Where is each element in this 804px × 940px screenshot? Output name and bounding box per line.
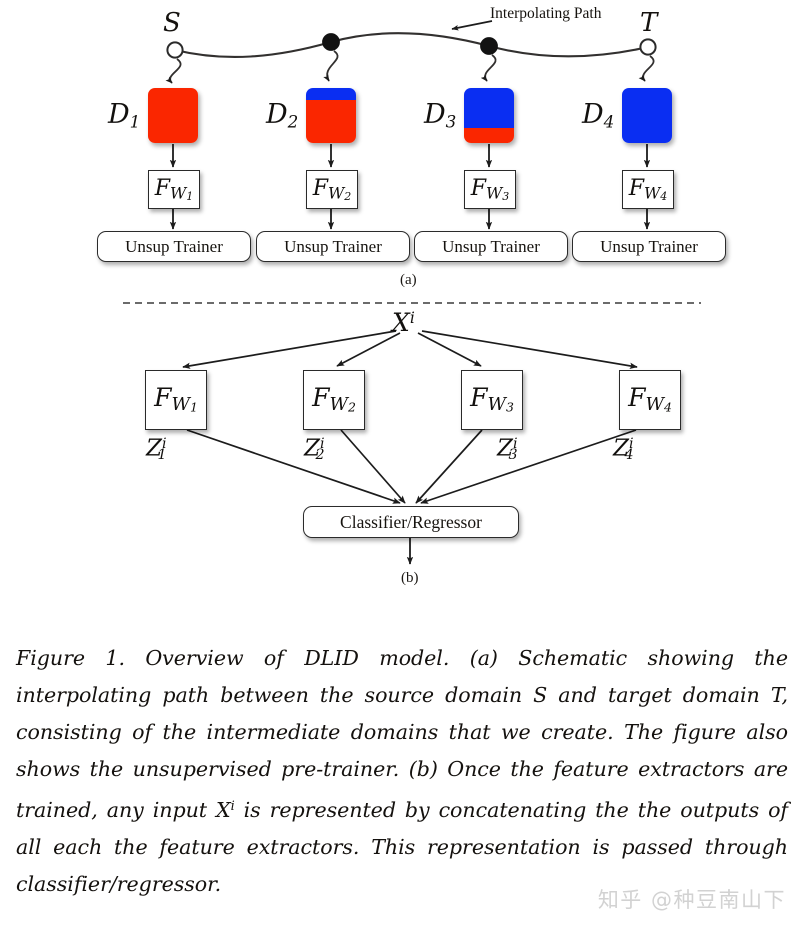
unsup-trainer-3: Unsup Trainer — [414, 231, 568, 262]
caption-part-2: and target domain — [547, 683, 771, 707]
feature-extractor-b-1-label: FW1 — [154, 383, 198, 416]
domain-label-2: D2 — [266, 99, 299, 132]
domain-block-3-blue — [464, 88, 514, 128]
domain-block-3-red — [464, 127, 514, 143]
caption-part-4: is represented by concatenating the the … — [16, 798, 788, 897]
feature-extractor-b-2-label: FW2 — [312, 383, 356, 416]
unsup-trainer-1: Unsup Trainer — [97, 231, 251, 262]
figure-vector-layer — [123, 20, 701, 565]
caption-part-1: Figure 1. Overview of DLID model. (a) Sc… — [16, 646, 788, 707]
source-domain-symbol: S — [163, 8, 181, 38]
domain-label-3: D3 — [424, 99, 457, 132]
watermark: 知乎 @种豆南山下 — [597, 888, 786, 912]
path-node-target — [639, 38, 657, 56]
domain-label-4: D4 — [582, 99, 615, 132]
domain-to-extractor-arrows — [169, 144, 651, 168]
input-to-extractor-arrows — [182, 330, 638, 369]
feature-extractor-b-1: FW1 — [145, 370, 207, 430]
target-domain-symbol: T — [640, 8, 658, 38]
domain-block-2-red — [306, 100, 356, 143]
domain-block-2 — [306, 88, 356, 143]
caption-source-symbol: S — [533, 683, 548, 707]
classifier-regressor-box: Classifier/Regressor — [303, 506, 519, 538]
interpolating-path-pointer — [451, 20, 493, 31]
domain-block-3 — [464, 88, 514, 143]
path-node-intermediate-2 — [480, 37, 498, 55]
output-label-2: Zi2 — [304, 435, 325, 464]
unsup-trainer-4: Unsup Trainer — [572, 231, 726, 262]
feature-extractor-b-4: FW4 — [619, 370, 681, 430]
feature-extractor-a-2: FW2 — [306, 170, 358, 209]
path-node-intermediate-1 — [322, 33, 340, 51]
input-symbol: Xi — [392, 308, 415, 337]
domain-block-4 — [622, 88, 672, 143]
feature-extractor-a-3: FW3 — [464, 170, 516, 209]
interpolating-path-curve — [174, 32, 649, 59]
extractor-to-classifier-arrows — [186, 429, 637, 504]
unsup-trainer-2: Unsup Trainer — [256, 231, 410, 262]
caption-input-superscript: i — [230, 799, 235, 814]
figure-caption: Figure 1. Overview of DLID model. (a) Sc… — [16, 640, 788, 903]
domain-block-2-blue — [306, 88, 356, 101]
domain-label-1: D1 — [108, 99, 141, 132]
feature-extractor-b-3: FW3 — [461, 370, 523, 430]
caption-target-symbol: T — [770, 683, 782, 707]
feature-extractor-a-1: FW1 — [148, 170, 200, 209]
panel-a-tag: (a) — [400, 272, 417, 288]
feature-extractor-b-4-label: FW4 — [628, 383, 672, 416]
extractor-to-trainer-arrows — [169, 207, 651, 230]
domain-block-1-red — [148, 88, 198, 143]
feature-extractor-a-2-label: FW2 — [312, 175, 352, 203]
caption-part-3: , consisting of the intermediate domains… — [16, 683, 788, 823]
path-node-source — [166, 41, 184, 59]
caption-input-symbol: X — [215, 798, 231, 823]
domain-block-1 — [148, 88, 198, 143]
feature-extractor-a-4: FW4 — [622, 170, 674, 209]
output-label-4: Zi4 — [613, 435, 634, 464]
output-label-1: Zi1 — [146, 435, 167, 464]
dlid-figure: S T Interpolating Path D1 D2 D3 — [97, 5, 726, 586]
node-to-domain-connectors — [165, 50, 655, 84]
output-label-3: Zi3 — [497, 435, 518, 464]
feature-extractor-a-3-label: FW3 — [470, 175, 510, 203]
feature-extractor-b-2: FW2 — [303, 370, 365, 430]
domain-block-4-blue — [622, 88, 672, 143]
panel-b-tag: (b) — [401, 570, 419, 586]
feature-extractor-b-3-label: FW3 — [470, 383, 514, 416]
feature-extractor-a-4-label: FW4 — [628, 175, 668, 203]
interpolating-path-label: Interpolating Path — [490, 5, 602, 22]
feature-extractor-a-1-label: FW1 — [154, 175, 194, 203]
